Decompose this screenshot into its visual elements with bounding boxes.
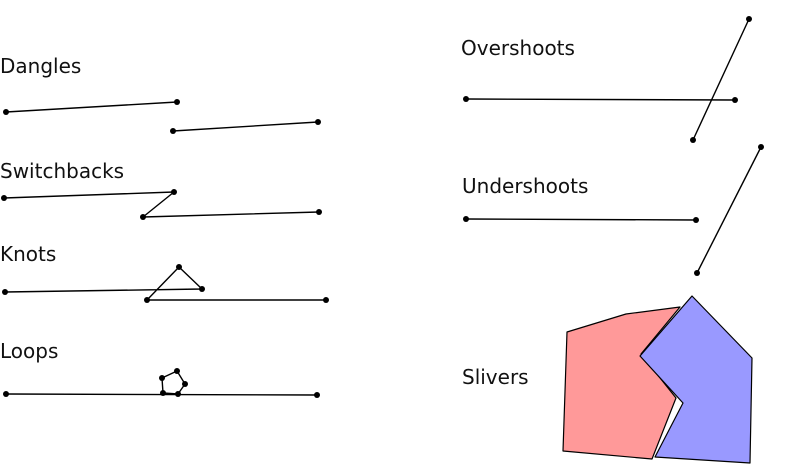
switchbacks-line	[3, 191, 320, 218]
sliver-right-polygon	[639, 295, 753, 464]
vertex-dot	[732, 97, 738, 103]
vertex-dot	[174, 99, 180, 105]
undershoots-label: Undershoots	[462, 174, 589, 198]
vertex-dot	[182, 381, 188, 387]
vertex-dot	[3, 391, 9, 397]
vertex-dot	[746, 16, 752, 22]
loops-ring	[161, 370, 186, 395]
vertex-dot	[176, 264, 182, 270]
undershoots-line-horizontal	[465, 218, 697, 221]
dangles-figure	[5, 101, 319, 132]
vertex-dot	[693, 217, 699, 223]
vertex-dot	[160, 390, 166, 396]
knots-line-1	[4, 266, 203, 301]
loops-label: Loops	[0, 339, 59, 363]
slivers-figure	[562, 295, 753, 464]
switchbacks-figure	[3, 191, 320, 218]
vertex-dot	[140, 214, 146, 220]
slivers-label: Slivers	[462, 365, 529, 389]
vertex-dot	[170, 128, 176, 134]
overshoots-line-horizontal	[465, 98, 736, 101]
vertex-dot	[690, 137, 696, 143]
undershoots-line-diagonal	[696, 146, 762, 274]
vertex-dot	[316, 209, 322, 215]
dangles-line-1	[5, 101, 178, 113]
vertex-dot	[694, 270, 700, 276]
vertex-dot	[199, 286, 205, 292]
vertex-dot	[1, 195, 7, 201]
dangles-label: Dangles	[0, 54, 82, 78]
vertex-dot	[463, 216, 469, 222]
vertex-dot	[315, 119, 321, 125]
vertex-dot	[175, 391, 181, 397]
vertex-dot	[144, 297, 150, 303]
vertex-dot	[758, 144, 764, 150]
dangles-line-2	[172, 121, 319, 132]
undershoots-figure	[465, 146, 762, 274]
knots-label: Knots	[0, 242, 57, 266]
vertex-dot	[159, 375, 165, 381]
vertex-dot	[314, 392, 320, 398]
vertex-dots	[1, 16, 764, 398]
vertex-dot	[171, 189, 177, 195]
vertex-dot	[174, 368, 180, 374]
knots-figure	[4, 266, 326, 301]
overshoots-line-diagonal	[692, 18, 750, 141]
overshoots-label: Overshoots	[461, 36, 575, 60]
switchbacks-label: Switchbacks	[0, 159, 125, 183]
vertex-dot	[2, 289, 8, 295]
vertex-dot	[3, 109, 9, 115]
vertex-dot	[323, 297, 329, 303]
vertex-dot	[463, 96, 469, 102]
overshoots-figure	[465, 18, 750, 141]
